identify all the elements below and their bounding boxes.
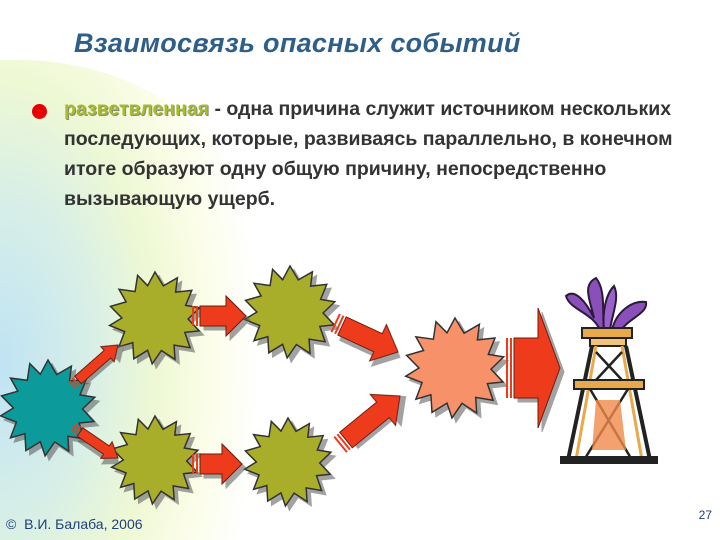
keyword-term: разветвленная [64, 98, 210, 120]
arrow-common-to-damage [506, 307, 561, 429]
arrow-2a-to-2b [192, 442, 243, 486]
flame-center [602, 284, 618, 331]
arrow-1b-to-common [330, 313, 399, 362]
event-star-branch-2b [242, 416, 333, 508]
event-star-common [404, 316, 506, 420]
arrow-1a-to-1b [192, 294, 247, 338]
author-text: В.И. Балаба, 2006 [24, 516, 143, 532]
oil-rig-fire-icon [560, 276, 658, 464]
page-number: 27 [698, 508, 712, 522]
arrow-initial-to-2a [70, 423, 119, 459]
arrow-2b-to-common [333, 393, 401, 453]
arrow-initial-to-1a [68, 344, 119, 390]
flame-left [564, 276, 606, 331]
copyright-icon: © [6, 516, 17, 532]
footer-credit: © В.И. Балаба, 2006 [6, 516, 143, 532]
event-star-branch-1a [107, 270, 202, 366]
event-star-branch-2a [109, 414, 200, 506]
definition-text: разветвленная - одна причина служит исто… [64, 94, 704, 214]
slide-title: Взаимосвязь опасных событий [74, 28, 521, 58]
event-star-branch-1b [242, 264, 337, 360]
definition-body: - одна причина служит источником несколь… [64, 98, 673, 210]
bullet-icon [32, 104, 47, 119]
flame-right [610, 300, 648, 334]
